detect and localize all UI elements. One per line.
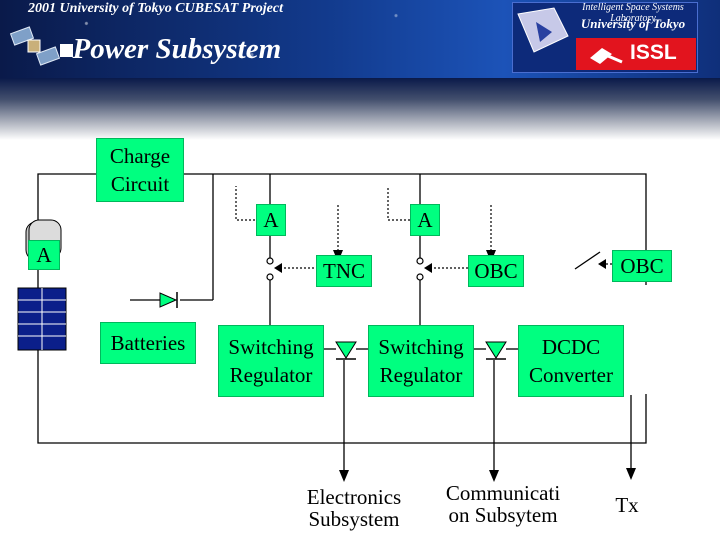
lab-name: Intelligent Space Systems Laboratory [582, 2, 684, 24]
header-banner: 2001 University of Tokyo CUBESAT Project… [0, 0, 720, 78]
satellite-icon [9, 26, 61, 66]
ammeter-panel: A [28, 240, 60, 270]
university-name: University of Tokyo [580, 16, 686, 31]
tnc-block: TNC [316, 255, 372, 287]
dcdc-converter: DCDC Converter [518, 325, 624, 397]
page-title: Power Subsystem [72, 33, 282, 65]
obc-block-1: OBC [468, 255, 524, 287]
bullet-icon [60, 44, 73, 57]
batteries-block: Batteries [100, 322, 196, 364]
lab-logo-graphic [517, 7, 569, 53]
issl-logo-text: ISSL [630, 41, 677, 64]
header-fade [0, 78, 720, 140]
switching-regulator-2: Switching Regulator [368, 325, 474, 397]
project-title: 2001 University of Tokyo CUBESAT Project [28, 1, 283, 16]
switch-icon [266, 257, 424, 281]
ammeter-2: A [410, 204, 440, 236]
switching-regulator-1: Switching Regulator [218, 325, 324, 397]
obc-block-2: OBC [612, 250, 672, 282]
ammeter-1: A [256, 204, 286, 236]
diode-icon [159, 292, 507, 360]
issl-satellite-icon [590, 48, 623, 64]
charge-circuit-block: Charge Circuit [96, 138, 184, 202]
electronics-subsystem-label: Electronics Subsystem [306, 485, 402, 532]
communication-subsystem-label: Communicati on Subsytem [445, 481, 561, 528]
tx-label: Tx [615, 493, 639, 517]
